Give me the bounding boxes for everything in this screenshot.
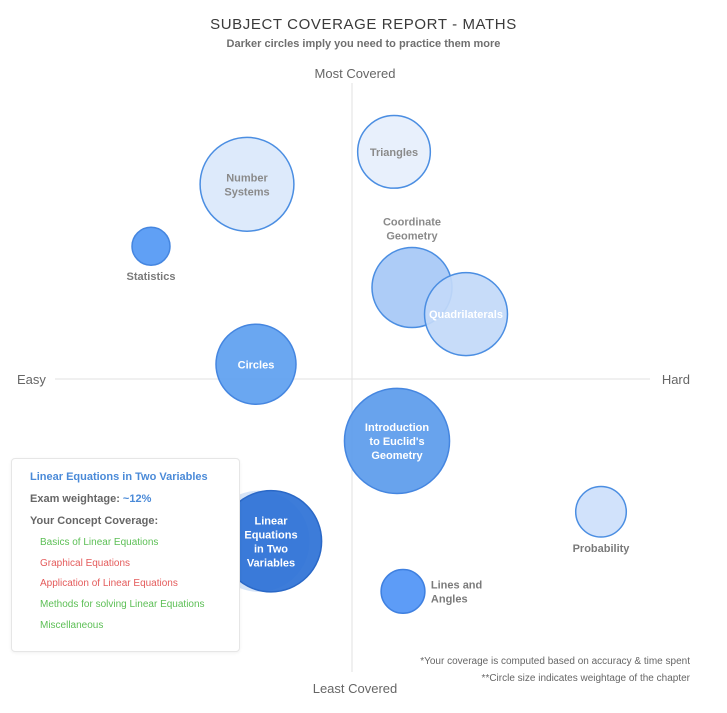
- bubble-introduction-to-euclid-s-geometry[interactable]: [343, 387, 451, 495]
- concept-item: Miscellaneous: [40, 619, 104, 631]
- tooltip-weightage: Exam weightage: ~12%: [30, 493, 239, 505]
- y-axis-bottom-label: Least Covered: [313, 681, 398, 696]
- concept-item: Methods for solving Linear Equations: [40, 599, 205, 611]
- x-axis-left-label: Easy: [17, 372, 46, 387]
- concept-item: Application of Linear Equations: [40, 578, 178, 590]
- bubble-lines-and-angles[interactable]: [380, 568, 426, 615]
- bubble-triangles[interactable]: [356, 114, 432, 189]
- concept-item: Basics of Linear Equations: [40, 537, 159, 548]
- y-axis-top-label: Most Covered: [315, 66, 396, 81]
- bubble-group: [131, 114, 628, 615]
- x-axis-right-label: Hard: [662, 372, 690, 387]
- bubble-statistics[interactable]: [131, 226, 171, 266]
- footnote-coverage: *Your coverage is computed based on accu…: [420, 656, 690, 667]
- bubble-label: Circles: [238, 359, 275, 371]
- tooltip-weightage-label: Exam weightage:: [30, 493, 120, 505]
- tooltip-weightage-value: ~12%: [122, 493, 152, 505]
- bubble-label: Triangles: [370, 147, 418, 159]
- bubble-probability[interactable]: [574, 485, 628, 538]
- concept-item: Graphical Equations: [40, 557, 131, 569]
- chart-title: SUBJECT COVERAGE REPORT - MATHS: [210, 16, 517, 33]
- concept-list: Basics of Linear Equations Graphical Equ…: [30, 533, 239, 637]
- bubble-number-systems[interactable]: [199, 136, 295, 232]
- chapter-tooltip: Linear Equations in Two Variables Exam w…: [11, 458, 240, 652]
- bubble-label: Quadrilaterals: [429, 309, 503, 321]
- tooltip-title: Linear Equations in Two Variables: [30, 471, 208, 483]
- tooltip-coverage-label: Your Concept Coverage:: [30, 515, 159, 527]
- footnote-circle-size: **Circle size indicates weightage of the…: [481, 673, 690, 684]
- chart-subtitle: Darker circles imply you need to practic…: [226, 38, 501, 50]
- bubble-circles[interactable]: [215, 323, 297, 405]
- bubble-quadrilaterals[interactable]: [423, 271, 509, 357]
- bubble-label: Probability: [573, 543, 631, 555]
- bubble-label: Statistics: [127, 271, 176, 283]
